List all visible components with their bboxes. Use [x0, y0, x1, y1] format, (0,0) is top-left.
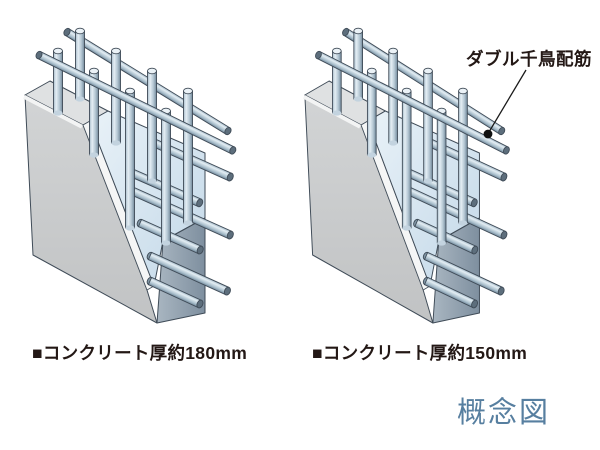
callout-dot — [483, 129, 493, 139]
right-diagram-caption: ■コンクリート厚約150mm — [312, 343, 528, 363]
rebar-callout-label: ダブル千鳥配筋 — [466, 49, 592, 69]
callout-leader-line — [488, 69, 527, 133]
concept-figure-footnote: 概念図 — [457, 397, 551, 429]
wall-illustration-150mm — [302, 26, 512, 324]
wall-illustration-180mm — [22, 26, 238, 324]
left-diagram-caption: ■コンクリート厚約180mm — [32, 343, 248, 363]
